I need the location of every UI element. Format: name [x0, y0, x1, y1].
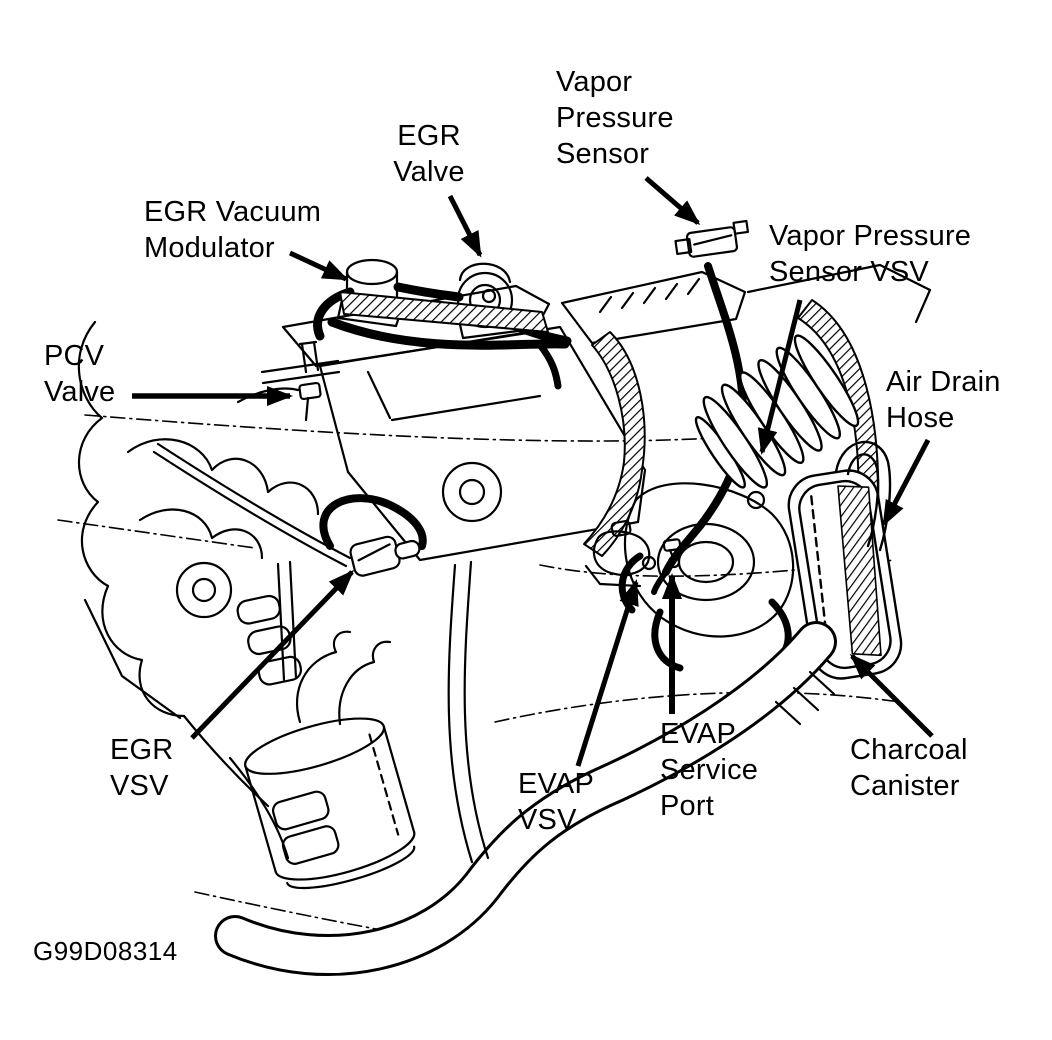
lower-radiator-hose: [214, 560, 837, 977]
label-egr-valve: EGR Valve: [383, 118, 475, 190]
label-line: Canister: [850, 770, 960, 802]
arrow-vapor-pressure-sensor: [644, 176, 701, 225]
label-vapor-pressure-sensor-vsv: Vapor Pressure Sensor VSV: [769, 218, 971, 290]
label-line: EVAP: [518, 768, 595, 800]
label-charcoal-canister: Charcoal Canister: [850, 732, 968, 804]
label-line: Pressure: [556, 102, 674, 134]
label-vapor-pressure-sensor: Vapor Pressure Sensor: [556, 64, 674, 172]
label-line: Vapor: [556, 66, 633, 98]
evap-service-port-part: [662, 538, 682, 569]
label-line: Port: [660, 790, 714, 822]
label-line: Valve: [44, 376, 116, 408]
label-line: Sensor VSV: [769, 256, 929, 288]
label-line: EVAP: [660, 718, 737, 750]
arrow-air-drain-hose: [881, 438, 931, 527]
label-line: Hose: [886, 402, 955, 434]
label-line: Valve: [393, 156, 465, 188]
arrow-egr-vsv: [190, 569, 355, 740]
distributor-part: [244, 630, 416, 890]
label-line: Vapor Pressure: [769, 220, 972, 252]
valve-cover: [318, 325, 647, 562]
label-evap-service-port: EVAP Service Port: [660, 716, 758, 824]
label-line: Service: [660, 754, 759, 786]
label-line: EGR: [110, 734, 174, 766]
arrow-egr-vacuum-modulator: [288, 250, 349, 282]
figure-code: G99D08314: [33, 936, 178, 966]
evap-vsv-part: [584, 520, 657, 588]
vacuum-hoses: [313, 282, 572, 390]
callout-arrows: [132, 176, 934, 767]
label-line: Charcoal: [850, 734, 968, 766]
label-evap-vsv: EVAP VSV: [518, 766, 594, 838]
label-pcv-valve: PCV Valve: [44, 338, 115, 410]
label-line: VSV: [110, 770, 169, 802]
label-line: PCV: [44, 340, 105, 372]
arrow-evap-vsv: [575, 579, 639, 767]
egr-vsv-part: [152, 442, 427, 577]
label-egr-vsv: EGR VSV: [110, 732, 173, 804]
label-line: Modulator: [144, 232, 275, 264]
arrow-egr-valve: [447, 194, 483, 258]
label-egr-vacuum-modulator: EGR Vacuum Modulator: [144, 194, 321, 266]
arrow-charcoal-canister: [849, 653, 934, 738]
label-line: Sensor: [556, 138, 650, 170]
label-line: EGR: [397, 120, 461, 152]
label-air-drain-hose: Air Drain Hose: [886, 364, 1001, 436]
label-line: Air Drain: [886, 366, 1001, 398]
arrow-vapor-pressure-sensor-vsv: [757, 299, 803, 455]
label-line: EGR Vacuum: [144, 196, 322, 228]
label-line: VSV: [518, 804, 577, 836]
